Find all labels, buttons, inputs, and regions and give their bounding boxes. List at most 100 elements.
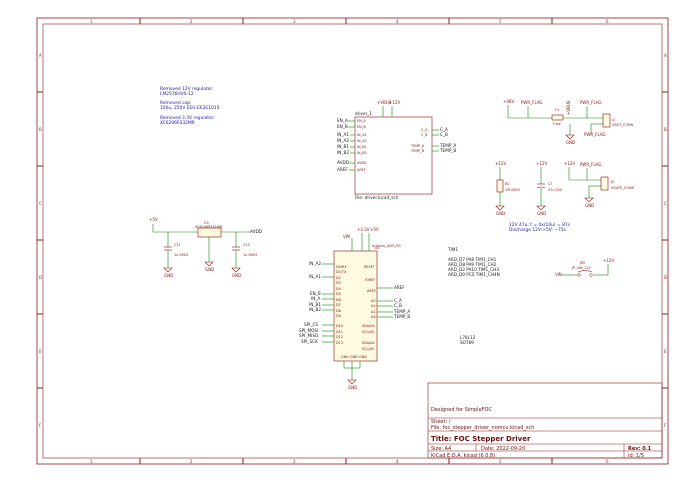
c23-ref: C23	[243, 243, 250, 247]
title-block-rev: Rev: 0.1	[628, 446, 652, 452]
arduino-mcu[interactable]: A1 Arduino_UNO_R3 VIN +3.3V +5V D0/RX D1…	[299, 227, 410, 390]
arduino-net-in-a2: IN_A2	[309, 261, 321, 266]
col-label-bottom-5: 5	[499, 459, 502, 464]
row-label-d: D	[39, 275, 42, 280]
row-label-c: C	[39, 201, 42, 206]
arduino-pin-d11: D11	[336, 330, 343, 334]
vbot-gnd: GND	[566, 140, 575, 145]
vbot-power-connector[interactable]: +48V PWR_FLAG F1 Fuse +VBUS PWR_FLAG PWR…	[503, 99, 634, 145]
row-label-a: A	[39, 53, 42, 58]
col-label-4: 4	[396, 19, 399, 24]
arduino-pin-a0: A0	[371, 299, 375, 303]
driver-pin-in-a1: IN_A1	[357, 133, 367, 137]
gate-12v-3: +12V	[564, 161, 575, 166]
arduino-gnd-pins: GND GND GND GND	[341, 355, 367, 390]
jumper-name: JP_VIN_12V	[571, 266, 592, 270]
col-label-bottom-1: 1	[90, 459, 93, 464]
arduino-net-en-b: EN_B	[310, 291, 321, 296]
driver-pin-c-a: C_A	[421, 128, 428, 132]
col-label-bottom-3: 3	[293, 459, 296, 464]
driver-net-c-a: C_A	[440, 127, 448, 132]
drawing-frame: 1 2 3 4 5 6 1 2 3 4 5 6 A B C D E F A B …	[36, 17, 669, 465]
gate-note-2: Discharge 12V->5V: ~75s	[509, 227, 567, 233]
vbot-connector-body	[602, 113, 611, 128]
arduino-net-in-a: IN_A	[311, 296, 320, 301]
arduino-pin-aref: AREF	[367, 289, 376, 293]
gate-note-1: 12V 47u: t = 4x(10u) = 87s	[509, 222, 571, 228]
arduino-pin-a3: A3	[371, 315, 375, 319]
arduino-left-pins: D0/RX D1/TX D2 D3 D4 D5 D6 D7 D8 D9 D10 …	[336, 265, 347, 345]
gate-pwr-flag: PWR_FLAG	[580, 162, 602, 167]
arduino-net-c-a: C_A	[394, 298, 402, 303]
col-label-bottom-4: 4	[396, 459, 399, 464]
driver-pin-temp-a: TEMP_A	[410, 144, 425, 148]
regulator-circuit[interactable]: +5V AVDD U3 XC6206P332MR GND GND C21 1u …	[149, 217, 262, 278]
vin-jumper[interactable]: +12V JP2 JP_VIN_12V VIN	[555, 258, 614, 277]
arduino-left-nets: IN_A2 IN_A1 EN_B IN_A IN_B1 IN_B2 SPI_CS…	[299, 261, 334, 344]
driver-net-en-a: EN_A	[337, 118, 348, 123]
vgate-connector-ref: J2	[610, 180, 614, 184]
arduino-pin-d7: D7	[336, 303, 341, 307]
c7-value: 47u 25V	[548, 188, 563, 192]
note-line-2: LM2576HVS-12	[160, 91, 194, 97]
title-block-designed: Designed for SimpleFOC	[431, 407, 492, 413]
driver-sheet-block[interactable]: driver_1 File: driver.kicad_sch +VBUS +1…	[337, 100, 456, 200]
row-label-f: F	[39, 423, 42, 428]
arduino-pin-d12: D12	[336, 335, 343, 339]
regulator-ref: U3	[204, 221, 209, 225]
driver-inner-left-pins: EN_A EN_B IN_A1 IN_A2 IN_B1 IN_B2 AVDD A…	[357, 119, 367, 172]
arduino-pin-reset: RESET	[364, 265, 376, 269]
arduino-pin-d13: D13	[336, 341, 343, 345]
c23-gnd: GND	[232, 273, 241, 278]
driver-pin-avdd: AVDD	[357, 161, 367, 165]
title-block-file: File: foc_stepper_driver_nomcu.kicad_sch	[431, 425, 534, 431]
driver-net-c-b: C_B	[440, 132, 448, 137]
vgate-power-connector[interactable]: +12V GND R2 1M 0603 +12V GND C7 47u 25V …	[495, 161, 634, 233]
col-label-5: 5	[499, 19, 502, 24]
note-line-6: XC6206P332MR	[160, 120, 195, 126]
jumper-ref: JP2	[579, 261, 585, 265]
l78-line-2: SOT89	[460, 340, 474, 345]
arduino-net-spi-cs: SPI_CS	[304, 322, 318, 327]
driver-left-nets: EN_A EN_B IN_A1 IN_A2 IN_B1 IN_B2 AVDD A…	[337, 118, 355, 172]
arduino-right-nets: AREF C_A C_B TEMP_A TEMP_B	[377, 285, 410, 319]
regulator-out-net: AVDD	[250, 229, 262, 234]
title-block-size: Size: A4	[431, 446, 451, 452]
arduino-pin-gnd-3: GND	[359, 355, 367, 359]
driver-net-temp-a: TEMP_A	[439, 143, 456, 148]
arduino-pin-d3: D3	[336, 281, 341, 285]
driver-pin-c-b: C_B	[421, 133, 428, 137]
regulator-body	[197, 227, 222, 238]
timer-row-4: ARD_D0 PC5 TIM1_CH4N	[448, 272, 500, 277]
gate-gnd: GND	[585, 203, 594, 208]
arduino-net-temp-b: TEMP_B	[393, 314, 410, 319]
arduino-pin-d8: D8	[336, 309, 341, 313]
driver-pin-in-b2: IN_B2	[357, 151, 367, 155]
vgate-connector-body	[600, 176, 609, 191]
arduino-pin-d6: D6	[336, 298, 341, 302]
r2-gnd: GND	[496, 211, 505, 216]
arduino-pin-d10: D10	[336, 324, 343, 328]
row-label-right-b: B	[664, 127, 667, 132]
regulator-value: XC6206P332MR	[195, 225, 223, 229]
arduino-pin-d0: D0/RX	[336, 265, 347, 269]
arduino-right-pins: RESET IOREF AREF A0 A1 A2 A3 SDA/A4 SCL/…	[362, 265, 376, 351]
arduino-pin-d9: D9	[336, 314, 341, 318]
driver-net-in-a1: IN_A1	[337, 132, 349, 137]
driver-power-vbus: +VBUS	[377, 100, 392, 105]
arduino-vin: VIN	[343, 234, 350, 239]
title-block-kicad: KiCad E.D.A. kicad (6.0.8)	[431, 453, 495, 459]
arduino-pin-d1: D1/TX	[336, 270, 347, 274]
c21-ref: C21	[174, 243, 181, 247]
jumper-vin: VIN	[555, 272, 562, 277]
driver-net-en-b: EN_B	[337, 124, 348, 129]
l78-note: L78L12 SOT89	[460, 335, 476, 345]
timer-row-2: ARD_D8 PA9 TIM1_CH2	[448, 262, 497, 267]
note-line-5: Removed 3.3V regulator:	[160, 115, 215, 121]
arduino-5v: +5V	[370, 227, 379, 232]
driver-pin-in-a2: IN_A2	[357, 139, 367, 143]
driver-net-temp-b: TEMP_B	[439, 148, 456, 153]
arduino-net-c-b: C_B	[394, 303, 402, 308]
regulator-in-power: +5V	[149, 217, 158, 222]
c7-ref: C7	[548, 182, 553, 186]
